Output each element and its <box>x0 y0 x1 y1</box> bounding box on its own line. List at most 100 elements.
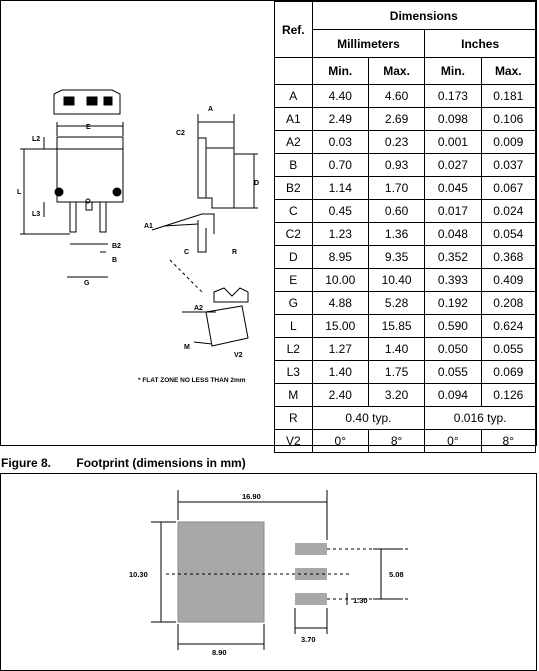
in-max-cell: 0.409 <box>480 268 537 292</box>
flat-zone-note: * FLAT ZONE NO LESS THAN 2mm <box>138 377 246 384</box>
mm-min-cell: 1.40 <box>311 360 369 384</box>
in-max-cell: 0.208 <box>480 291 537 315</box>
mm-min-cell: 4.40 <box>311 84 369 108</box>
mm-max-cell: 1.36 <box>367 222 426 246</box>
mm-max-cell: 0.93 <box>367 153 426 177</box>
lead-pad-3 <box>295 593 327 605</box>
label-M: M <box>184 344 190 351</box>
in-max-cell: 0.126 <box>480 383 537 407</box>
ref-cell: L <box>274 314 313 338</box>
package-frame: E L2 L L3 B2 B G A C2 D A1 C R A2 M V2 *… <box>0 0 537 453</box>
label-B2: B2 <box>112 243 121 250</box>
v2-in-max: 8° <box>480 429 537 453</box>
mm-max-cell: 2.69 <box>367 107 426 131</box>
ref-cell: A2 <box>274 130 313 154</box>
label-L2: L2 <box>32 136 40 143</box>
in-min-cell: 0.055 <box>424 360 482 384</box>
mm-min-cell: 2.40 <box>311 383 369 407</box>
label-A: A <box>208 106 213 113</box>
in-min-cell: 0.048 <box>424 222 482 246</box>
v2-in-min: 0° <box>424 429 482 453</box>
in-min-cell: 0.050 <box>424 337 482 361</box>
millimeters-header: Millimeters <box>311 29 426 58</box>
mm-max-cell: 0.23 <box>367 130 426 154</box>
mm-max-cell: 1.75 <box>367 360 426 384</box>
mm-min-cell: 15.00 <box>311 314 369 338</box>
mm-min-cell: 0.45 <box>311 199 369 223</box>
ref-cell: A1 <box>274 107 313 131</box>
mm-min-cell: 10.00 <box>311 268 369 292</box>
label-C: C <box>184 249 189 256</box>
in-max-cell: 0.009 <box>480 130 537 154</box>
ref-cell: L2 <box>274 337 313 361</box>
ref-v2: V2 <box>274 429 313 453</box>
in-min-cell: 0.173 <box>424 84 482 108</box>
r-mm: 0.40 typ. <box>311 406 426 430</box>
in-max-cell: 0.055 <box>480 337 537 361</box>
mm-min-cell: 4.88 <box>311 291 369 315</box>
mm-min-cell: 1.23 <box>311 222 369 246</box>
dim-pitch: 5.08 <box>389 570 404 579</box>
mm-min-cell: 1.27 <box>311 337 369 361</box>
label-B: B <box>112 257 117 264</box>
in-max-cell: 0.054 <box>480 222 537 246</box>
ref-header: Ref. <box>274 1 313 58</box>
v2-mm-max: 8° <box>367 429 426 453</box>
label-A1: A1 <box>144 223 153 230</box>
dim-lead-length: 3.70 <box>301 635 316 644</box>
dim-width-total: 16.90 <box>242 492 261 501</box>
ref-cell: A <box>274 84 313 108</box>
ref-cell: B <box>274 153 313 177</box>
mm-max-cell: 9.35 <box>367 245 426 269</box>
footprint-frame: 16.90 10.30 8.90 5.08 1.30 3.70 <box>0 473 537 671</box>
v2-mm-min: 0° <box>311 429 369 453</box>
in-max-cell: 0.368 <box>480 245 537 269</box>
mm-max-cell: 3.20 <box>367 383 426 407</box>
main-pad <box>177 521 265 623</box>
label-R: R <box>232 249 237 256</box>
ref-cell: G <box>274 291 313 315</box>
label-A2: A2 <box>194 305 203 312</box>
mm-min-cell: 1.14 <box>311 176 369 200</box>
in-min-cell: 0.027 <box>424 153 482 177</box>
label-L3: L3 <box>32 211 40 218</box>
mm-max-cell: 0.60 <box>367 199 426 223</box>
ref-cell: L3 <box>274 360 313 384</box>
in-max-cell: 0.069 <box>480 360 537 384</box>
ref-cell: C2 <box>274 222 313 246</box>
dim-lead-width: 1.30 <box>353 596 368 605</box>
ref-cell: D <box>274 245 313 269</box>
in-max-cell: 0.624 <box>480 314 537 338</box>
mm-max-cell: 5.28 <box>367 291 426 315</box>
in-max-cell: 0.106 <box>480 107 537 131</box>
mm-max-cell: 15.85 <box>367 314 426 338</box>
label-L: L <box>17 189 22 196</box>
in-min-cell: 0.045 <box>424 176 482 200</box>
label-V2: V2 <box>234 352 243 359</box>
dimensions-header: Dimensions <box>311 1 537 30</box>
label-G: G <box>84 280 90 287</box>
footprint-drawing: 16.90 10.30 8.90 5.08 1.30 3.70 <box>129 490 411 657</box>
dim-width-pad: 8.90 <box>212 648 227 657</box>
in-min-cell: 0.001 <box>424 130 482 154</box>
mm-max-cell: 10.40 <box>367 268 426 292</box>
in-min-cell: 0.017 <box>424 199 482 223</box>
in-max-cell: 0.037 <box>480 153 537 177</box>
in-max-cell: 0.024 <box>480 199 537 223</box>
mm-max-header: Max. <box>367 57 426 85</box>
figure-number: Figure 8. <box>1 456 52 470</box>
dim-height-pad: 10.30 <box>129 570 148 579</box>
